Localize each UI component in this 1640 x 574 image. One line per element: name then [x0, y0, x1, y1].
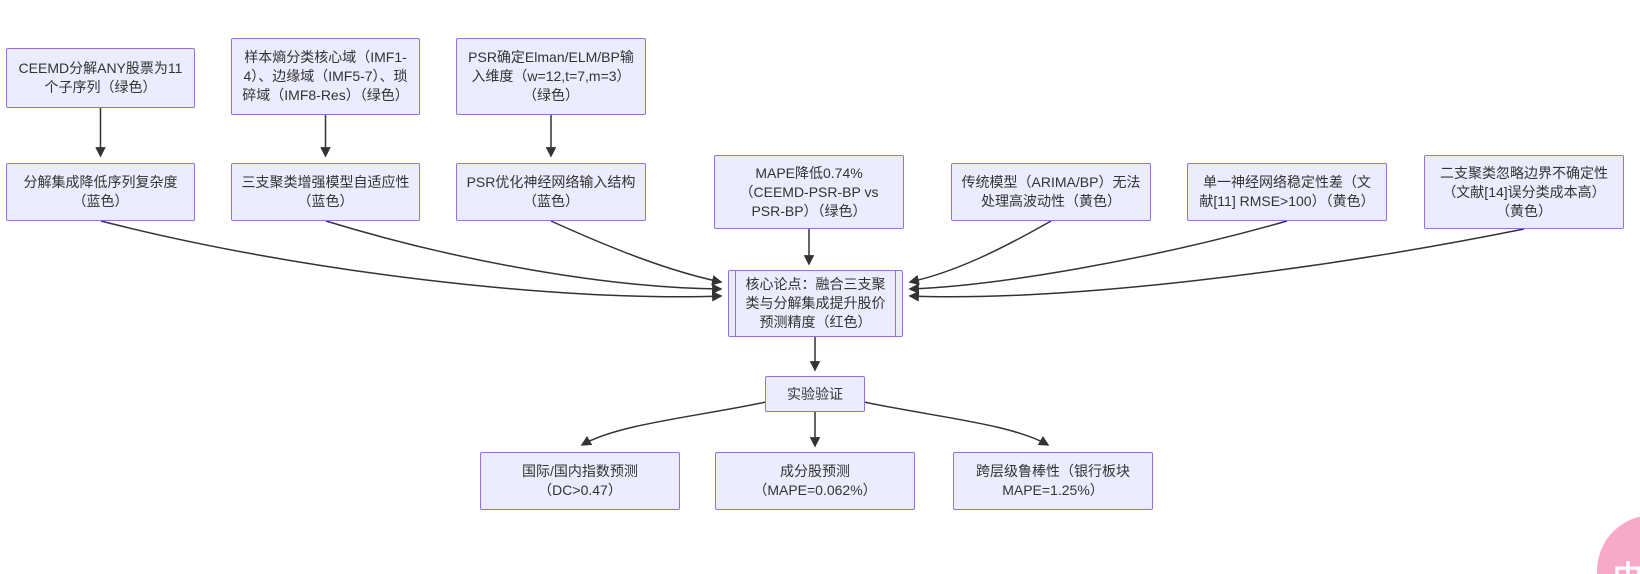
- node-single-nn-label: 单一神经网络稳定性差（文献[11] RMSE>100）（黄色）: [1199, 174, 1375, 209]
- edge-singlenn-core: [908, 220, 1288, 294]
- node-decomp: 分解集成降低序列复杂度（蓝色）: [6, 163, 195, 221]
- edge-experiment-indexpred: [580, 401, 767, 446]
- node-experiment-label: 实验验证: [787, 385, 843, 402]
- node-single-nn: 单一神经网络稳定性差（文献[11] RMSE>100）（黄色）: [1187, 163, 1387, 221]
- node-core-thesis-label: 核心论点：融合三支聚类与分解集成提升股价预测精度（红色）: [745, 276, 886, 330]
- node-psr-input: PSR确定Elman/ELM/BP输入维度（w=12,t=7,m=3）（绿色）: [456, 38, 646, 115]
- node-mape: MAPE降低0.74%（CEEMD-PSR-BP vs PSR-BP）（绿色）: [714, 155, 904, 229]
- node-two-way: 二支聚类忽略边界不确定性（文献[14]误分类成本高）（黄色）: [1424, 155, 1624, 229]
- node-psr-opt-label: PSR优化神经网络输入结构（蓝色）: [466, 174, 636, 209]
- edge-decomp-core: [100, 220, 723, 302]
- edge-psropt-core: [550, 220, 723, 286]
- edge-experiment-robust: [863, 401, 1050, 446]
- node-experiment: 实验验证: [765, 376, 865, 412]
- node-ceemd: CEEMD分解ANY股票为11个子序列（绿色）: [6, 48, 195, 108]
- node-core-thesis: 核心论点：融合三支聚类与分解集成提升股价预测精度（红色）: [728, 270, 903, 337]
- node-traditional: 传统模型（ARIMA/BP）无法处理高波动性（黄色）: [951, 163, 1151, 221]
- node-mape-label: MAPE降低0.74%（CEEMD-PSR-BP vs PSR-BP）（绿色）: [739, 164, 879, 219]
- edge-traditional-core: [908, 220, 1052, 286]
- node-index-pred: 国际/国内指数预测（DC>0.47）: [480, 452, 680, 510]
- node-traditional-label: 传统模型（ARIMA/BP）无法处理高波动性（黄色）: [961, 174, 1141, 209]
- node-robust: 跨层级鲁棒性（银行板块 MAPE=1.25%）: [953, 452, 1153, 510]
- node-ceemd-label: CEEMD分解ANY股票为11个子序列（绿色）: [18, 60, 183, 95]
- node-robust-label: 跨层级鲁棒性（银行板块 MAPE=1.25%）: [976, 463, 1130, 498]
- node-decomp-label: 分解集成降低序列复杂度（蓝色）: [23, 174, 178, 209]
- node-sample-entropy: 样本熵分类核心域（IMF1-4）、边缘域（IMF5-7）、琐碎域（IMF8-Re…: [231, 38, 420, 115]
- node-component: 成分股预测（MAPE=0.062%）: [715, 452, 915, 510]
- node-index-pred-label: 国际/国内指数预测（DC>0.47）: [522, 463, 638, 498]
- node-three-way: 三支聚类增强模型自适应性（蓝色）: [231, 163, 420, 221]
- translate-badge-label: 中A: [1613, 563, 1640, 574]
- node-psr-opt: PSR优化神经网络输入结构（蓝色）: [456, 163, 646, 221]
- node-three-way-label: 三支聚类增强模型自适应性（蓝色）: [241, 174, 410, 209]
- node-sample-entropy-label: 样本熵分类核心域（IMF1-4）、边缘域（IMF5-7）、琐碎域（IMF8-Re…: [242, 49, 409, 103]
- edge-twoway-core: [908, 228, 1525, 302]
- node-component-label: 成分股预测（MAPE=0.062%）: [753, 463, 877, 498]
- node-two-way-label: 二支聚类忽略边界不确定性（文献[14]误分类成本高）（黄色）: [1440, 164, 1608, 219]
- edge-threeway-core: [325, 220, 723, 295]
- node-psr-input-label: PSR确定Elman/ELM/BP输入维度（w=12,t=7,m=3）（绿色）: [468, 49, 634, 103]
- translate-badge[interactable]: 中A: [1597, 515, 1640, 574]
